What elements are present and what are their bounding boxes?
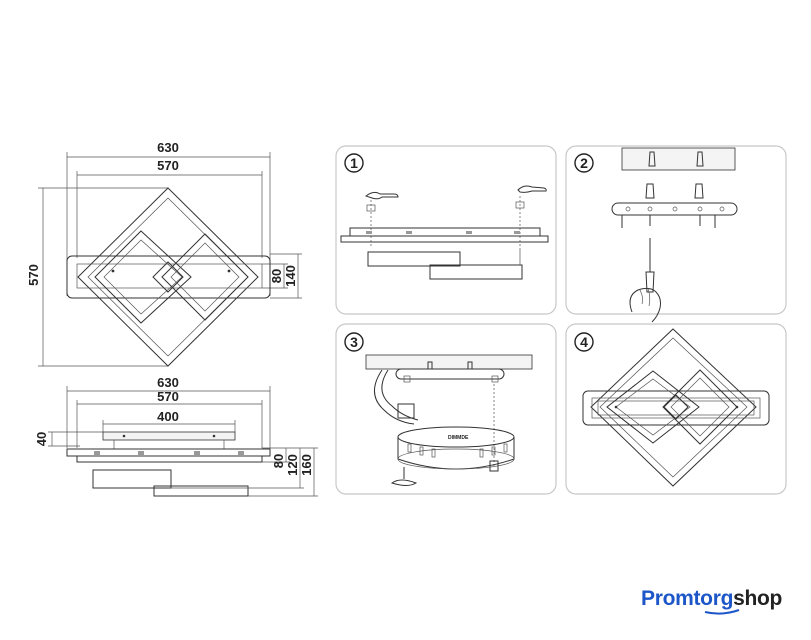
side-depth-3: 160 <box>299 454 314 476</box>
logo-swoosh-icon <box>704 609 740 615</box>
side-plate-height: 40 <box>34 432 49 446</box>
wing-screw-left-icon <box>364 191 399 200</box>
step-panel-1 <box>335 145 557 315</box>
wires-icon <box>374 369 419 425</box>
top-bar-height-outer: 140 <box>283 265 298 287</box>
step-panel-2 <box>565 145 787 315</box>
mounting-plate <box>102 431 236 441</box>
frame-section-right <box>153 485 249 497</box>
svg-text:1: 1 <box>350 155 358 171</box>
svg-text:4: 4 <box>580 334 588 350</box>
step-3-illustration: DIMMDE <box>365 354 533 486</box>
top-width-inner: 570 <box>157 158 179 173</box>
side-plate-width: 400 <box>157 409 179 424</box>
small-diamond-left <box>94 230 192 324</box>
small-diamond-right <box>161 233 249 321</box>
brand-logo-part1: Promtorg <box>641 587 734 610</box>
svg-text:3: 3 <box>350 334 358 350</box>
ceiling-block <box>621 147 736 171</box>
top-width-outer: 630 <box>157 140 179 155</box>
side-view: 630 570 400 40 <box>34 375 318 497</box>
side-depth-1: 80 <box>271 454 286 468</box>
step-number-3: 3 <box>344 332 364 352</box>
dowel-icon <box>645 183 655 199</box>
brand-logo: Promtorgshop <box>641 587 782 611</box>
side-depth-2: 120 <box>285 454 300 476</box>
top-view: 630 570 570 80 140 <box>26 140 302 367</box>
step-2-illustration <box>611 147 738 323</box>
frame-section-left <box>92 469 172 489</box>
step-4-illustration <box>582 328 770 487</box>
wing-screw-right-icon <box>517 185 547 193</box>
side-width-outer: 630 <box>157 375 179 390</box>
step-1-illustration <box>340 185 549 280</box>
svg-text:2: 2 <box>580 155 588 171</box>
side-width-inner: 570 <box>157 389 179 404</box>
step-number-4: 4 <box>574 332 594 352</box>
ceiling-plate <box>365 354 533 370</box>
mounting-bracket <box>611 202 738 216</box>
large-diamond-frame <box>77 187 259 367</box>
screwdriver-icon <box>645 238 655 293</box>
brand-logo-part2: shop <box>733 587 783 610</box>
hand-icon <box>629 287 661 323</box>
driver-label: DIMMDE <box>448 435 469 441</box>
top-height: 570 <box>26 264 41 286</box>
step-number-2: 2 <box>574 153 594 173</box>
step-panel-4 <box>565 323 787 495</box>
step-number-1: 1 <box>344 153 364 173</box>
terminal-block <box>397 403 415 419</box>
top-bar-height-inner: 80 <box>269 269 284 283</box>
